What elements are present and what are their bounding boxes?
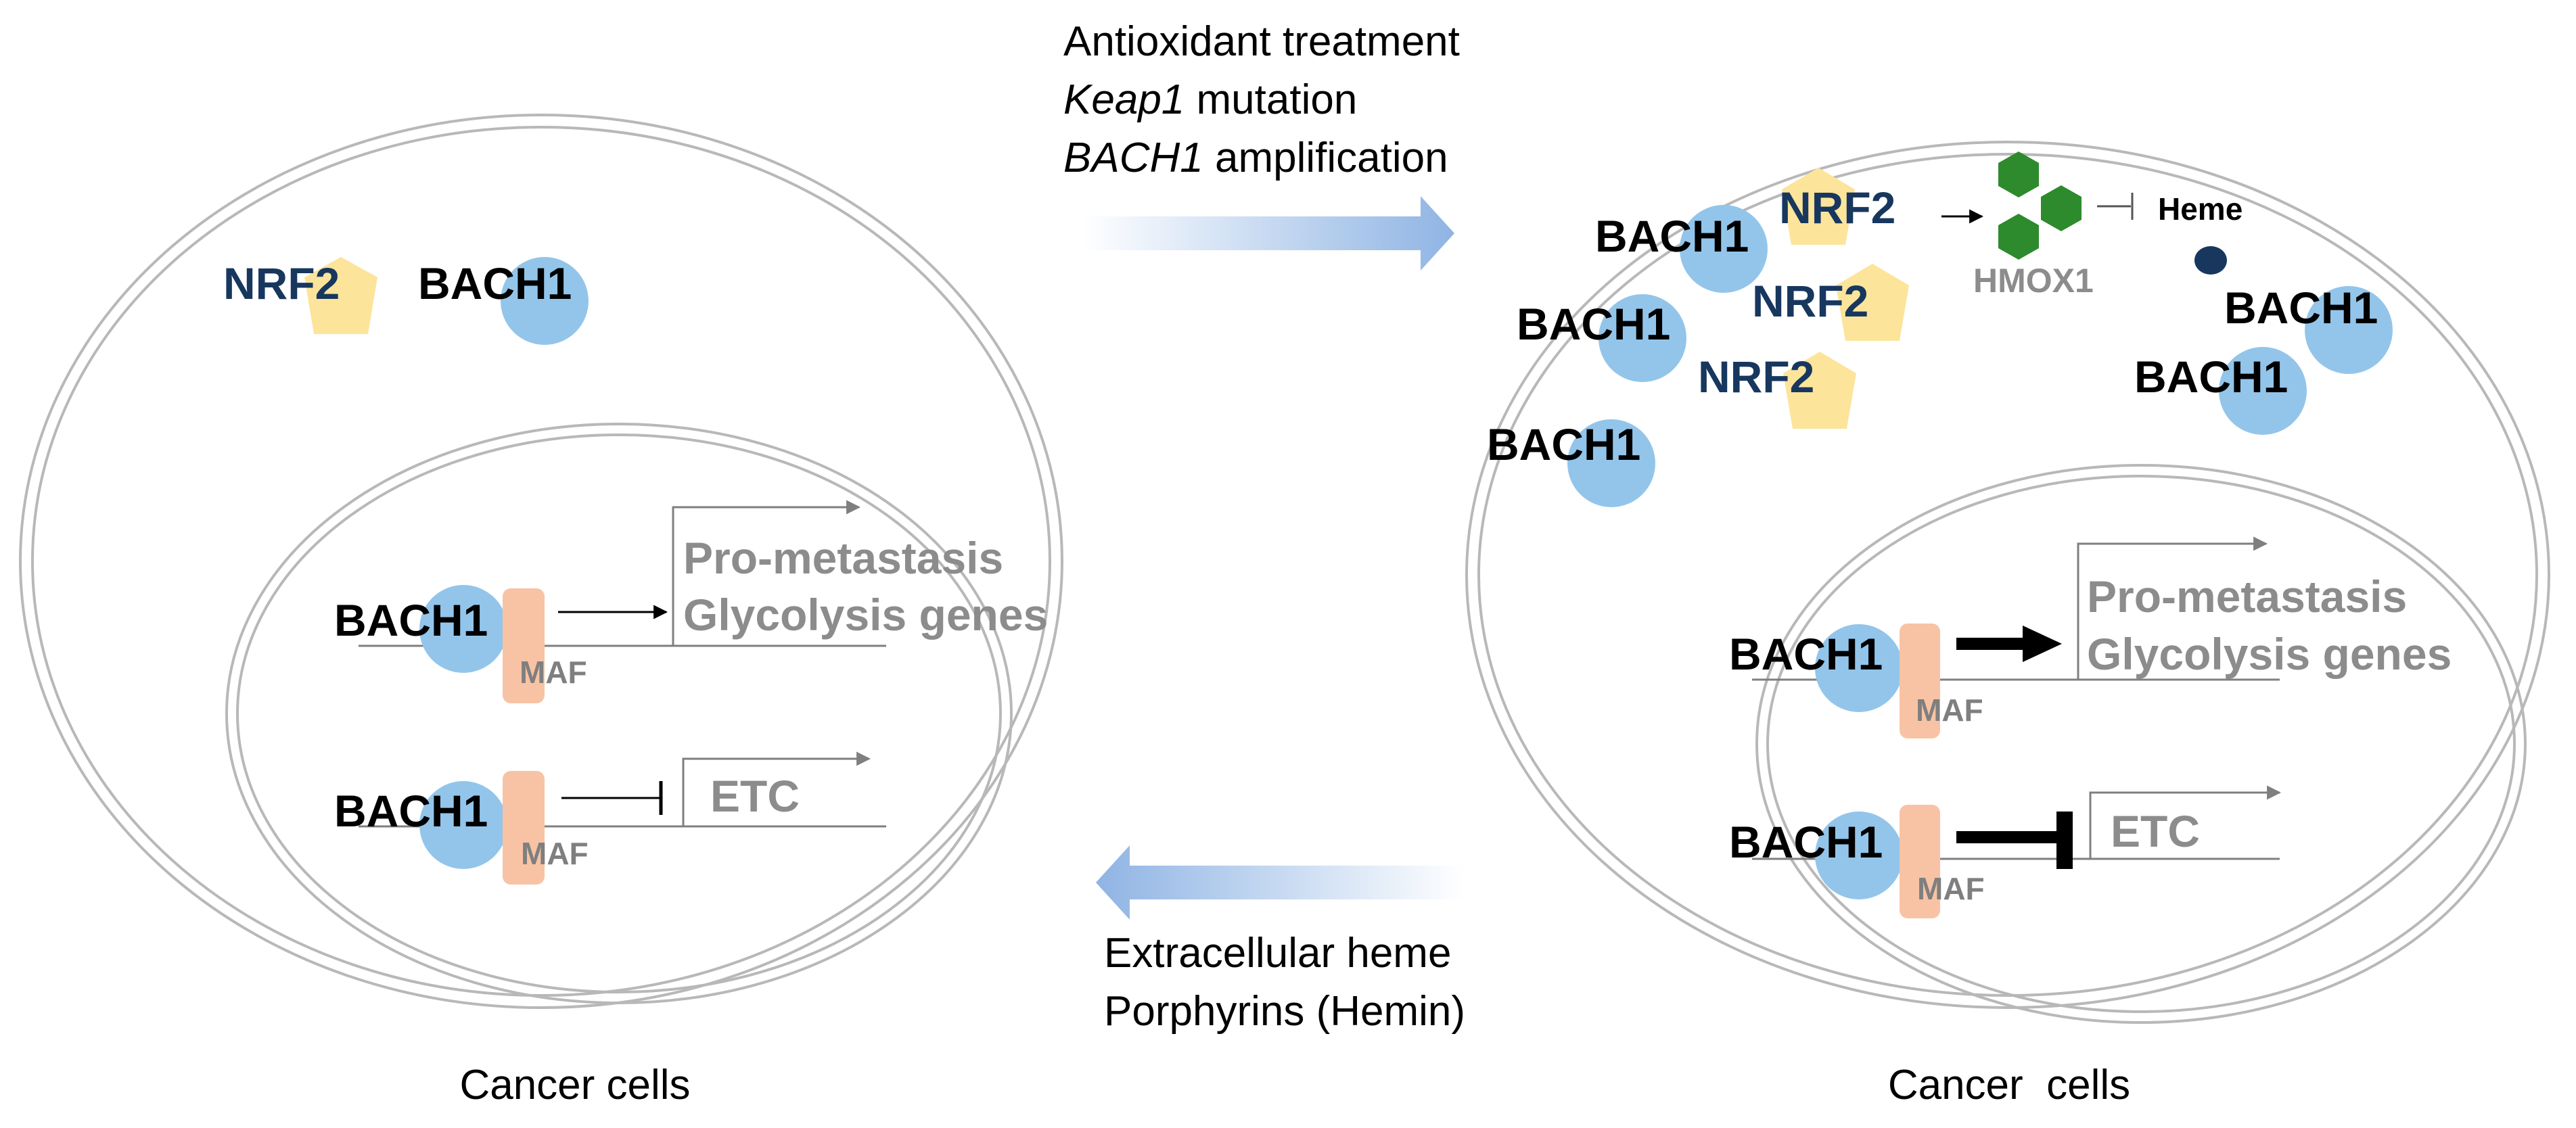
nrf2-label: NRF2 — [1779, 183, 1895, 233]
gene-label: Pro-metastasis — [2087, 571, 2407, 621]
nrf2-pentagon — [1782, 168, 1855, 245]
condition-line: Porphyrins (Hemin) — [1104, 988, 1465, 1035]
bach1-circle — [1598, 294, 1686, 382]
hexagon — [1998, 214, 2039, 260]
gene-label: Glycolysis genes — [2087, 629, 2452, 679]
promoter-arrow — [682, 751, 871, 826]
right-nucleus-membrane-inner — [1766, 475, 2516, 1013]
gene-label: ETC — [710, 771, 800, 821]
gene-italic: BACH1 — [1063, 135, 1203, 181]
bach1-label: BACH1 — [418, 258, 572, 308]
gene-label: Glycolysis genes — [683, 590, 1048, 640]
left-outer-membrane — [19, 114, 1063, 1009]
bach1-label: BACH1 — [1595, 211, 1749, 261]
maf-label: MAF — [521, 836, 589, 871]
heme-label: Heme — [2158, 191, 2242, 227]
bach1-circle — [501, 257, 589, 345]
left-nucleus-membrane-inner — [236, 433, 1002, 993]
bach1-label: BACH1 — [1517, 299, 1670, 349]
condition-line: BACH1 amplification — [1063, 135, 1448, 181]
bach1-label: BACH1 — [1729, 817, 1883, 867]
bach1-label: BACH1 — [1729, 629, 1883, 679]
maf-box — [503, 588, 545, 703]
right-arrow — [1082, 196, 1454, 271]
maf-box — [503, 771, 545, 885]
bach1-label: BACH1 — [334, 595, 488, 645]
bach1-circle — [1815, 812, 1903, 899]
hmox1-label: HMOX1 — [1973, 262, 2094, 300]
nrf2-label: NRF2 — [1698, 352, 1814, 402]
nrf2-label: NRF2 — [1752, 276, 1868, 326]
bach1-circle — [2219, 347, 2307, 435]
gene-label: ETC — [2111, 806, 2200, 856]
right-nucleus-membrane — [1755, 464, 2527, 1024]
bach1-circle — [1815, 624, 1903, 712]
left-nucleus-membrane — [225, 423, 1013, 1004]
strong-inhibition-bar — [2056, 812, 2073, 869]
bottom-transition: Extracellular heme Porphyrins (Hemin) — [1096, 845, 1465, 1035]
bach1-circle — [1567, 419, 1655, 507]
bach1-label: BACH1 — [2134, 352, 2288, 402]
maf-label: MAF — [1916, 692, 1983, 728]
promoter-arrow — [672, 500, 861, 646]
nrf2-label: NRF2 — [223, 258, 340, 308]
bach1-circle — [2305, 286, 2393, 374]
gene-italic: Keap1 — [1063, 76, 1184, 123]
hexagon — [2041, 185, 2082, 231]
condition-text: amplification — [1203, 135, 1448, 181]
left-outer-membrane-inner — [31, 126, 1051, 997]
maf-box — [1900, 805, 1940, 918]
condition-line: Extracellular heme — [1104, 930, 1451, 977]
gene-label: Pro-metastasis — [683, 533, 1003, 583]
left-cell: NRF2 BACH1 BACH1 MAF Pro-metastasis Glyc… — [19, 114, 1063, 1108]
left-arrow — [1096, 845, 1465, 920]
condition-line: Antioxidant treatment — [1063, 18, 1460, 65]
cell-caption: Cancer cells — [1888, 1062, 2130, 1108]
maf-label: MAF — [1917, 871, 1985, 906]
bach1-label: BACH1 — [334, 786, 488, 836]
bach1-circle — [419, 585, 507, 673]
bach1-circle — [419, 781, 507, 869]
maf-box — [1900, 624, 1940, 738]
condition-line: Keap1 mutation — [1063, 76, 1357, 123]
heme-dot — [2194, 246, 2227, 275]
strong-activation-head — [2023, 626, 2062, 662]
cell-caption: Cancer cells — [459, 1062, 690, 1108]
bach1-label: BACH1 — [1487, 419, 1640, 469]
top-transition: Antioxidant treatment Keap1 mutation BAC… — [1063, 18, 1460, 271]
bach1-circle — [1680, 205, 1768, 293]
nrf2-pentagon — [1783, 352, 1856, 429]
nrf2-pentagon — [1836, 264, 1909, 341]
right-outer-membrane — [1465, 141, 2550, 1009]
promoter-arrow — [2089, 785, 2282, 859]
nrf2-pentagon — [304, 257, 377, 334]
maf-label: MAF — [520, 655, 587, 690]
right-outer-membrane-inner — [1477, 153, 2538, 997]
hexagon — [1998, 151, 2039, 197]
right-cell: BACH1 BACH1 BACH1 BACH1 BACH1 NRF2 NRF2 … — [1465, 141, 2550, 1108]
condition-text: mutation — [1184, 76, 1357, 123]
promoter-arrow — [2077, 536, 2268, 680]
bach1-label: BACH1 — [2224, 283, 2378, 333]
hmox1-hexagons — [1998, 151, 2082, 260]
